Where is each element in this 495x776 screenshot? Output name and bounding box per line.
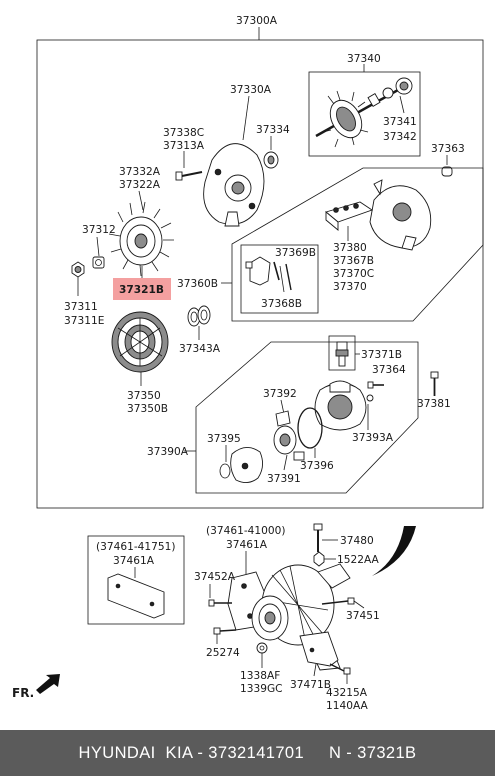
label-37332a: 37332A bbox=[119, 166, 161, 178]
rotor-37391 bbox=[273, 425, 305, 461]
label-37322a: 37322A bbox=[119, 179, 161, 191]
group-frame-bracket-a bbox=[87, 535, 185, 625]
highlight-37321b bbox=[113, 278, 171, 300]
bolt-37480 bbox=[313, 523, 323, 552]
group-frame-37371b bbox=[328, 335, 356, 371]
label-37342: 37342 bbox=[383, 131, 417, 143]
label-37370: 37370 bbox=[333, 281, 367, 293]
footer-text: HYUNDAI KIA - 3732141701 N - 37321B bbox=[78, 743, 417, 762]
bracket-37461a-left bbox=[107, 573, 165, 619]
oring-37396 bbox=[297, 407, 323, 449]
label-1140aa: 1140AA bbox=[326, 700, 369, 712]
screw-37338c bbox=[175, 171, 203, 181]
label-37370c: 37370C bbox=[333, 268, 374, 280]
label-37313a: 37313A bbox=[163, 140, 205, 152]
label-37334: 37334 bbox=[256, 124, 290, 136]
label-37391: 37391 bbox=[267, 473, 301, 485]
label-25274: 25274 bbox=[206, 647, 240, 659]
valve-37371b bbox=[335, 341, 349, 367]
front-housing-illustration bbox=[203, 143, 265, 227]
label-37461a-left: 37461A bbox=[113, 555, 155, 567]
label-37363: 37363 bbox=[431, 143, 465, 155]
label-37480: 37480 bbox=[340, 535, 374, 547]
oring-37395 bbox=[219, 463, 231, 479]
fr-arrow-icon bbox=[36, 674, 60, 694]
bracket-37471b bbox=[299, 631, 339, 667]
label-37343a: 37343A bbox=[179, 343, 221, 355]
rotor-illustration bbox=[315, 77, 413, 148]
bearing-37334 bbox=[263, 151, 279, 169]
label-37367b: 37367B bbox=[333, 255, 374, 267]
pump-housing-illustration bbox=[314, 380, 374, 431]
label-37369b: 37369B bbox=[275, 247, 316, 259]
label-fr: FR. bbox=[12, 686, 34, 700]
group-frame-37340 bbox=[308, 71, 421, 157]
bolt-25274 bbox=[213, 627, 237, 635]
stator-illustration bbox=[111, 311, 169, 373]
label-37381: 37381 bbox=[417, 398, 451, 410]
nut-1522aa bbox=[313, 551, 325, 567]
label-37321b: 37321B bbox=[119, 284, 164, 296]
label-37364: 37364 bbox=[372, 364, 406, 376]
label-1339gc: 1339GC bbox=[240, 683, 283, 695]
label-37461a-right: 37461A bbox=[226, 539, 268, 551]
alternator-illustration bbox=[251, 563, 351, 671]
washer-37312 bbox=[92, 256, 105, 269]
label-37312: 37312 bbox=[82, 224, 116, 236]
label-37330a: 37330A bbox=[230, 84, 272, 96]
label-37311e: 37311E bbox=[64, 315, 105, 327]
nut-37311 bbox=[71, 261, 85, 278]
parts-diagram: 37300A 37340 37341 37342 37330A 37334 37… bbox=[12, 15, 484, 712]
label-range-37461-41000: (37461-41000) bbox=[206, 525, 286, 537]
bolt-37452a bbox=[208, 599, 232, 607]
label-37392: 37392 bbox=[263, 388, 297, 400]
assembly-frame bbox=[36, 39, 484, 509]
group-frame-37390a bbox=[195, 341, 419, 494]
label-1338af: 1338AF bbox=[240, 670, 280, 682]
label-37452a: 37452A bbox=[194, 571, 236, 583]
label-37471b: 37471B bbox=[290, 679, 331, 691]
rectifier-illustration bbox=[325, 201, 373, 231]
label-37396: 37396 bbox=[300, 460, 334, 472]
label-37393a: 37393A bbox=[352, 432, 394, 444]
group-frame-37360b bbox=[231, 167, 484, 322]
label-37311: 37311 bbox=[64, 301, 98, 313]
label-37350: 37350 bbox=[127, 390, 161, 402]
label-37300a: 37300A bbox=[236, 15, 278, 27]
label-1522aa: 1522AA bbox=[337, 554, 380, 566]
label-range-37461-41751: (37461-41751) bbox=[96, 541, 176, 553]
vane-plate-37392 bbox=[275, 410, 291, 427]
belt-curve bbox=[372, 526, 416, 576]
bolt-37364 bbox=[367, 381, 384, 389]
label-37380: 37380 bbox=[333, 242, 367, 254]
group-frame-37369b bbox=[240, 244, 319, 314]
label-37368b: 37368B bbox=[261, 298, 302, 310]
bolt-37381 bbox=[430, 371, 439, 396]
label-37338c: 37338C bbox=[163, 127, 204, 139]
fan-pulley-illustration bbox=[108, 201, 174, 277]
cap-37363 bbox=[441, 166, 453, 177]
cover-37395 bbox=[230, 447, 263, 483]
label-37360b: 37360B bbox=[177, 278, 218, 290]
label-43215a: 43215A bbox=[326, 687, 368, 699]
nut-1338af bbox=[256, 642, 268, 654]
label-37390a: 37390A bbox=[147, 446, 189, 458]
label-37350b: 37350B bbox=[127, 403, 168, 415]
brush-holder-illustration bbox=[245, 256, 292, 293]
label-37451: 37451 bbox=[346, 610, 380, 622]
part-number-footer: HYUNDAI KIA - 3732141701 N - 37321B bbox=[0, 730, 495, 776]
label-37395: 37395 bbox=[207, 433, 241, 445]
label-37340: 37340 bbox=[347, 53, 381, 65]
ring-37343a bbox=[187, 305, 211, 327]
rear-housing-illustration bbox=[369, 179, 432, 251]
label-37341: 37341 bbox=[383, 116, 417, 128]
label-37371b: 37371B bbox=[361, 349, 402, 361]
